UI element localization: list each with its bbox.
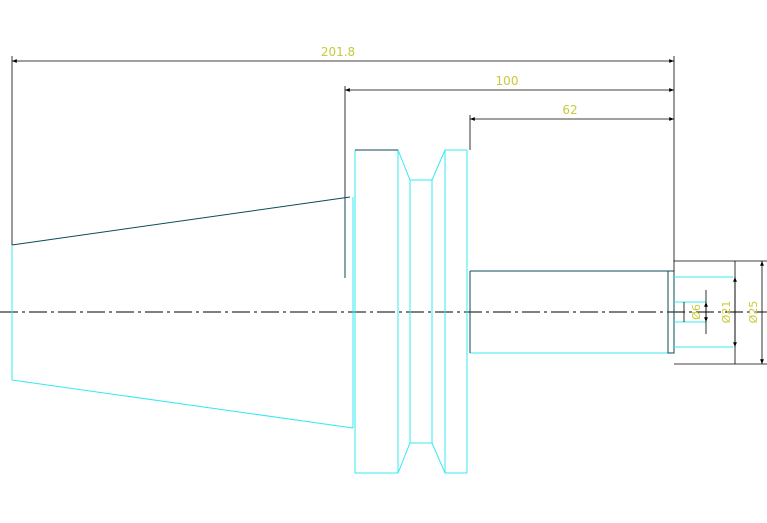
dimension-bore-diameter: Ø6	[690, 290, 708, 334]
bore-diameter-label: Ø6	[690, 304, 703, 320]
dimension-outer-diameter: Ø25	[674, 260, 767, 365]
shank-length-label: 62	[562, 103, 577, 117]
outer-diameter-label: Ø25	[747, 301, 760, 324]
dimension-inner-diameter: Ø21	[720, 261, 737, 364]
overall-length-label: 201.8	[321, 45, 355, 59]
flange-to-end-label: 100	[496, 74, 519, 88]
shank	[469, 270, 733, 354]
inner-diameter-label: Ø21	[720, 301, 733, 324]
flange-with-groove	[354, 149, 468, 474]
dimension-flange-to-end: 100	[344, 74, 674, 197]
dimension-overall-length: 201.8	[11, 45, 675, 271]
dimension-shank-length: 62	[469, 103, 674, 150]
tapered-cone	[11, 196, 354, 429]
